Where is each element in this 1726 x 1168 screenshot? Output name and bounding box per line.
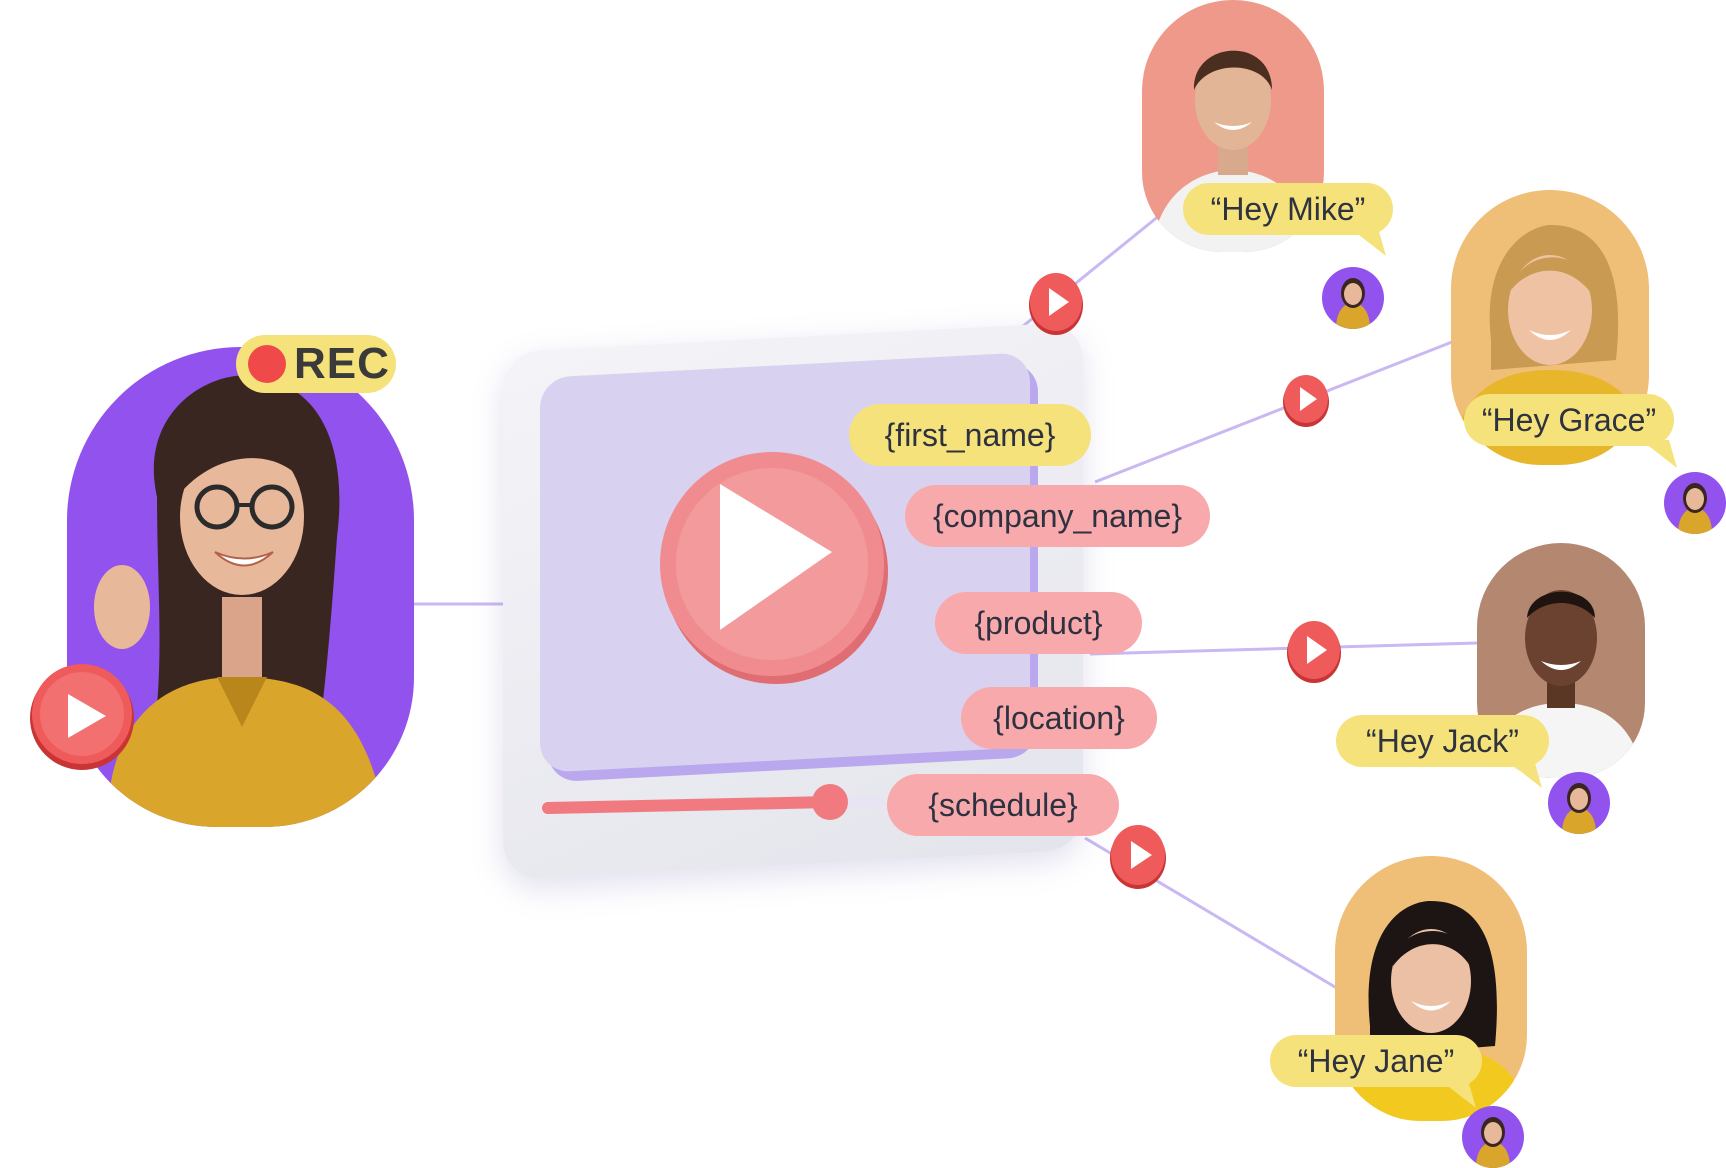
presenter-mini-avatar-jane [1462, 1106, 1524, 1168]
presenter-mini-avatar-grace [1664, 472, 1726, 534]
send-play-button-grace[interactable] [1281, 372, 1331, 428]
record-dot-icon [248, 345, 286, 383]
rec-badge: REC [236, 335, 396, 393]
presenter-mini-avatar-jack [1548, 772, 1610, 834]
play-icon [1300, 387, 1317, 411]
greeting-bubble-jack: “Hey Jack” [1336, 715, 1549, 767]
send-play-button-jane[interactable] [1108, 822, 1168, 890]
presenter-card [67, 347, 414, 827]
variable-chip-location: {location} [961, 687, 1157, 749]
rec-label: REC [294, 339, 390, 388]
video-progress-bar[interactable] [540, 780, 900, 820]
bubble-tail-mike [1350, 228, 1386, 256]
variable-chip-product: {product} [935, 592, 1142, 654]
variable-chip-schedule: {schedule} [887, 774, 1119, 836]
play-icon [1049, 288, 1069, 316]
bubble-tail-grace [1641, 440, 1677, 468]
bubble-tail-jack [1506, 760, 1542, 788]
variable-chip-first-name: {first_name} [849, 404, 1091, 466]
bubble-tail-jane [1440, 1080, 1476, 1108]
progress-fill [542, 796, 836, 814]
play-icon [720, 484, 832, 630]
presenter-photo [94, 375, 387, 827]
play-icon [68, 694, 106, 738]
variable-chip-company-name: {company_name} [905, 485, 1210, 547]
line-to-jack [1089, 641, 1479, 656]
progress-handle [812, 784, 848, 820]
play-icon [1307, 636, 1327, 664]
presenter-play-button[interactable] [26, 660, 138, 772]
greeting-bubble-jane: “Hey Jane” [1270, 1035, 1482, 1087]
greeting-bubble-mike: “Hey Mike” [1183, 183, 1393, 235]
send-play-button-mike[interactable] [1027, 270, 1085, 336]
play-icon [1131, 841, 1152, 869]
greeting-bubble-grace: “Hey Grace” [1464, 394, 1674, 446]
send-play-button-jack[interactable] [1285, 618, 1343, 684]
video-play-button[interactable] [648, 440, 900, 692]
presenter-mini-avatar-mike [1322, 267, 1384, 329]
line-to-grace [1094, 340, 1453, 484]
